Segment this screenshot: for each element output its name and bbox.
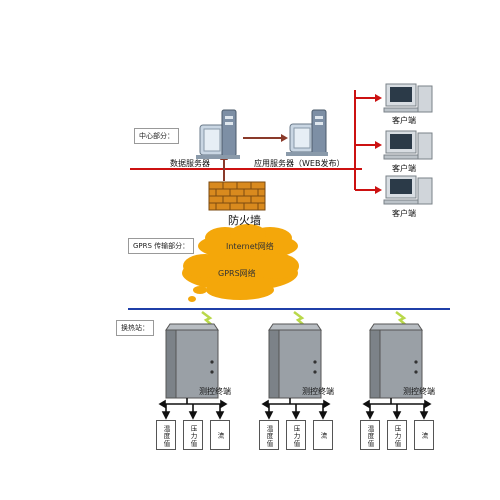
data-server-icon <box>196 109 240 159</box>
sensor-temperature: 温度值 <box>259 420 279 450</box>
gprs-cloud-icon <box>182 253 299 302</box>
sensor-connections <box>158 398 228 420</box>
station-section-label: 换热站： <box>116 320 154 336</box>
sensor-pressure: 压力值 <box>387 420 407 450</box>
arrow-client-1 <box>375 94 382 102</box>
sensor-connections <box>261 398 331 420</box>
control-cabinet-icon <box>268 323 322 399</box>
sensor-flow: 流 <box>210 420 230 450</box>
app-server-icon <box>286 109 328 156</box>
terminal-label: 测控终端 <box>403 387 435 396</box>
firewall-label: 防火墙 <box>228 214 261 227</box>
sensor-flow: 流 <box>414 420 434 450</box>
client-label: 客户端 <box>392 209 416 218</box>
client-pc-icon <box>383 175 433 205</box>
terminal-label: 测控终端 <box>302 387 334 396</box>
arrow-client-2 <box>375 141 382 149</box>
gprs-label: GPRS网络 <box>218 269 256 278</box>
client-label: 客户端 <box>392 164 416 173</box>
client-label: 客户端 <box>392 116 416 125</box>
sensor-connections <box>362 398 432 420</box>
internet-cloud-icon <box>198 224 298 260</box>
sensor-pressure: 压力值 <box>183 420 203 450</box>
data-server-label: 数据服务器 <box>170 159 210 168</box>
control-cabinet-icon <box>165 323 219 399</box>
terminal-label: 测控终端 <box>199 387 231 396</box>
sensor-pressure: 压力值 <box>286 420 306 450</box>
client-pc-icon <box>383 130 433 160</box>
transport-section-label: GPRS 传输部分： <box>128 238 195 254</box>
sensor-temperature: 温度值 <box>156 420 176 450</box>
firewall-icon <box>208 181 266 211</box>
sensor-flow: 流 <box>313 420 333 450</box>
server-link-arrow <box>281 134 288 142</box>
client-pc-icon <box>383 83 433 113</box>
sensor-temperature: 温度值 <box>360 420 380 450</box>
app-server-label: 应用服务器（WEB发布） <box>254 159 345 168</box>
control-cabinet-icon <box>369 323 423 399</box>
center-section-label: 中心部分： <box>134 128 179 144</box>
arrow-client-3 <box>375 186 382 194</box>
internet-label: Internet网络 <box>226 242 274 251</box>
